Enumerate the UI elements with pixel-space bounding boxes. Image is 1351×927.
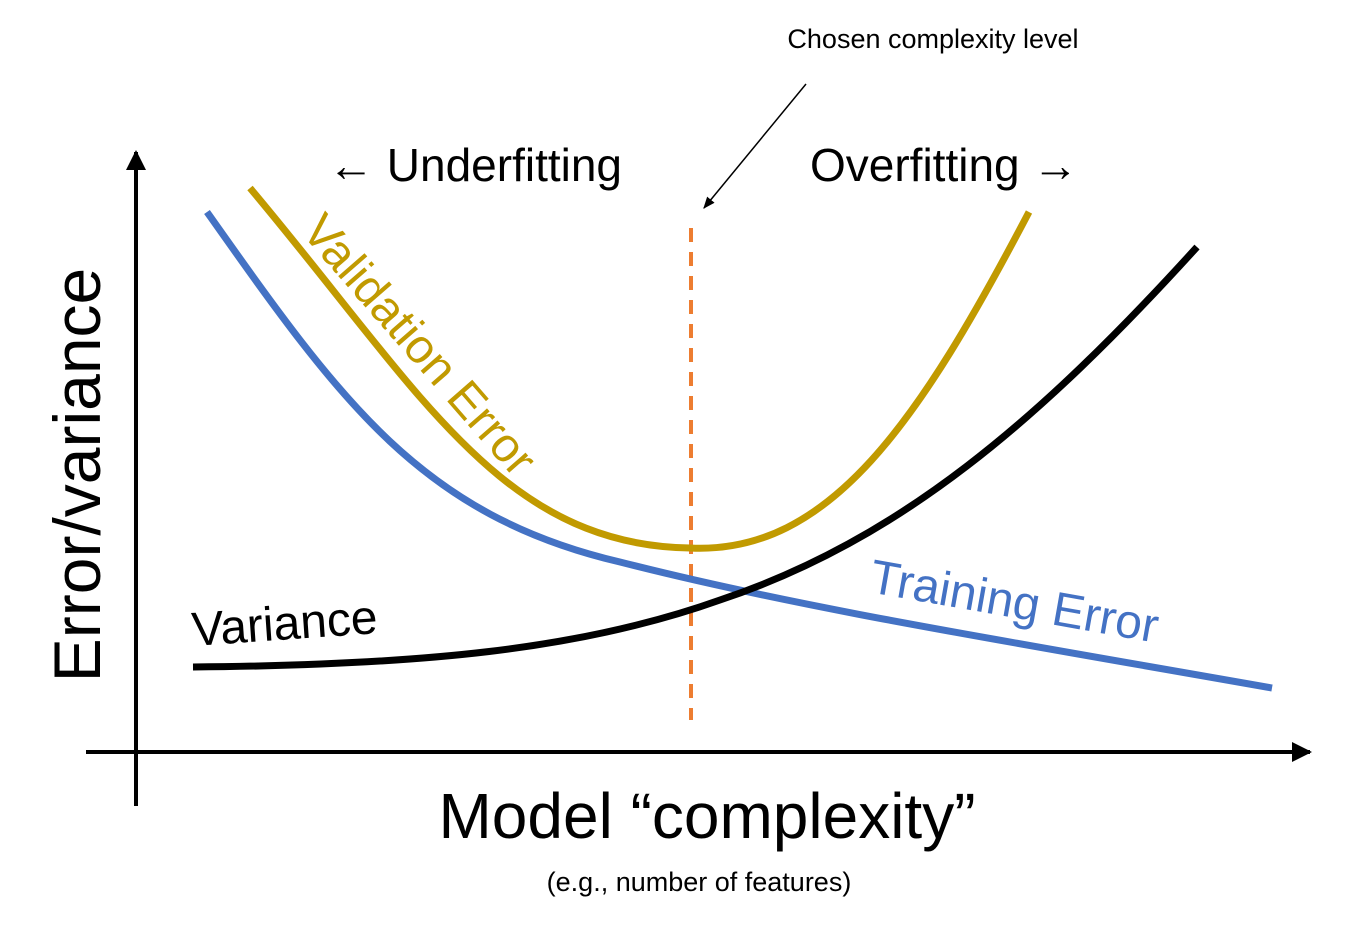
training-error-curve bbox=[204, 209, 1273, 692]
annotation-arrow bbox=[703, 83, 807, 209]
chosen-complexity-label: Chosen complexity level bbox=[787, 24, 1078, 54]
underfitting-label: ← Underfitting bbox=[328, 139, 622, 191]
training-error-label: Training Error bbox=[866, 551, 1162, 654]
overfitting-label: Overfitting → bbox=[810, 139, 1078, 191]
variance-curve bbox=[192, 244, 1200, 671]
x-axis-sublabel: (e.g., number of features) bbox=[547, 867, 852, 897]
y-axis-label: Error/variance bbox=[40, 268, 114, 682]
variance-label: Variance bbox=[190, 591, 379, 657]
validation-error-curve bbox=[247, 185, 1033, 552]
x-axis-label: Model “complexity” bbox=[438, 780, 975, 852]
validation-error-label: Validation Error bbox=[292, 204, 547, 486]
